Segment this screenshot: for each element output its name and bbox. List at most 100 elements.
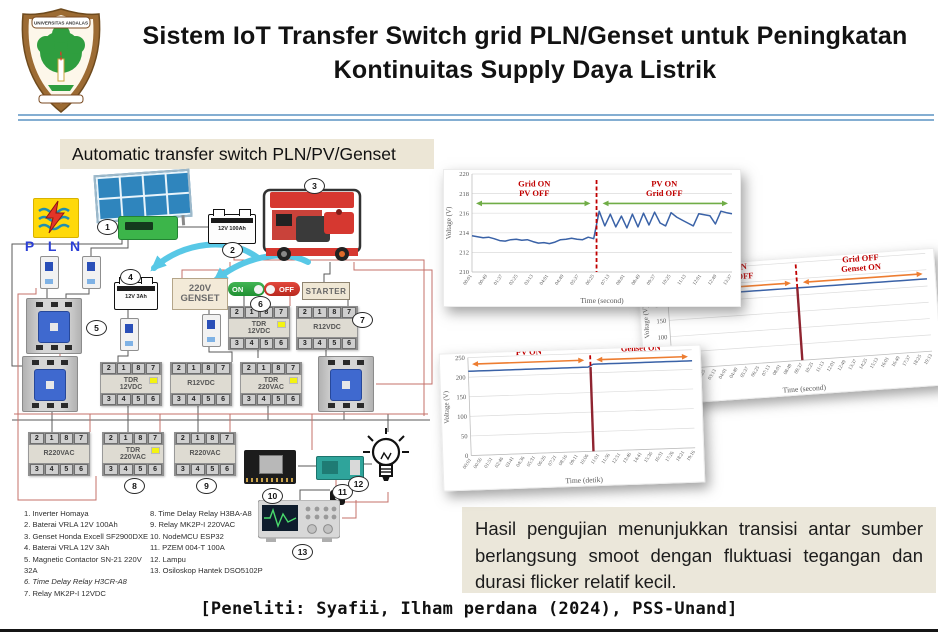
svg-text:02:46: 02:46: [495, 456, 506, 469]
terminal: 2: [30, 433, 44, 444]
component-number-10: 10: [262, 488, 283, 504]
svg-text:214: 214: [459, 230, 470, 237]
terminal: 3: [298, 338, 312, 349]
header-divider: [18, 114, 934, 121]
terminal: 4: [256, 394, 271, 405]
component-number-7: 7: [352, 312, 373, 328]
on-label: ON: [232, 284, 244, 294]
terminal: 6: [216, 394, 230, 405]
svg-text:Voltage (V): Voltage (V): [442, 390, 451, 424]
svg-text:16:49: 16:49: [891, 355, 901, 368]
terminal: 6: [342, 338, 356, 349]
component-number-6: 6: [250, 296, 271, 312]
svg-text:10:25: 10:25: [805, 361, 815, 374]
legend-item: 3. Genset Honda Excell SF2900DXE: [24, 531, 149, 541]
relay-label: TDR 12VDC: [100, 375, 162, 393]
svg-text:07:21: 07:21: [548, 455, 559, 468]
svg-text:08:49: 08:49: [783, 363, 793, 376]
contactor-terminals: [32, 403, 68, 408]
battery-small: 12V 3Ah: [114, 277, 158, 310]
svg-text:00:01: 00:01: [463, 457, 474, 470]
svg-text:100: 100: [657, 334, 667, 342]
chart-grid-to-genset-transition: 5010015020025030000:0100:4901:3702:2503:…: [636, 247, 938, 407]
genset-off-button: OFF: [264, 282, 300, 296]
svg-text:Grid OFF: Grid OFF: [842, 252, 879, 265]
terminal: 1: [118, 433, 133, 444]
svg-text:13:37: 13:37: [723, 274, 734, 287]
terminal: 1: [190, 433, 205, 444]
terminal: 1: [116, 363, 131, 374]
svg-text:17:37: 17:37: [902, 355, 912, 368]
terminal: 3: [176, 464, 190, 475]
legend-item: 13. Osiloskop Hantek DSO5102P: [150, 565, 263, 575]
svg-text:00:01: 00:01: [463, 274, 474, 287]
svg-text:05:37: 05:37: [740, 366, 750, 379]
genset-220v-box: 220V GENSET: [172, 278, 228, 310]
contactor-coil: [34, 369, 66, 401]
svg-text:11:13: 11:13: [677, 274, 688, 286]
terminal: 2: [230, 307, 244, 318]
svg-text:150: 150: [456, 394, 466, 401]
starter-button: STARTER: [302, 282, 350, 300]
button-dot: [266, 284, 275, 294]
unand-logo: UNIVERSITAS ANDALAS: [18, 7, 104, 114]
transfer-arrow-right: [212, 252, 311, 284]
svg-text:Genset ON: Genset ON: [621, 346, 662, 354]
terminal: 5: [271, 394, 286, 405]
slide-title: Sistem IoT Transfer Switch grid PLN/Gens…: [118, 20, 932, 87]
relay-label: R12VDC: [296, 319, 358, 337]
svg-text:218: 218: [459, 191, 469, 198]
svg-text:11:01: 11:01: [591, 453, 602, 466]
terminal: 8: [133, 433, 148, 444]
svg-text:09:37: 09:37: [794, 362, 804, 375]
svg-text:08:01: 08:01: [773, 364, 783, 377]
component-number-3: 3: [304, 178, 325, 194]
terminal: 6: [286, 394, 300, 405]
svg-text:PV ON: PV ON: [651, 178, 678, 188]
terminal: 4: [186, 394, 201, 405]
terminal: 5: [131, 394, 146, 405]
component-number-11: 11: [332, 484, 353, 500]
svg-text:18:21: 18:21: [676, 450, 687, 463]
terminal: 5: [205, 464, 220, 475]
relay-label: TDR 220VAC: [102, 445, 164, 463]
component-number-8: 8: [124, 478, 145, 494]
svg-text:04:36: 04:36: [516, 456, 527, 469]
contactor-terminals: [36, 302, 72, 307]
relay-label: TDR 12VDC: [228, 319, 290, 337]
svg-text:18:25: 18:25: [913, 354, 923, 367]
battery-label: 12V 100Ah: [218, 226, 246, 232]
terminal: 6: [146, 394, 160, 405]
svg-text:50: 50: [461, 433, 468, 440]
terminal: 6: [220, 464, 234, 475]
magnetic-contactor: [26, 298, 82, 354]
terminal: 2: [102, 363, 116, 374]
svg-text:01:37: 01:37: [494, 274, 505, 287]
circuit-breaker: [120, 318, 139, 351]
terminal: 7: [220, 433, 234, 444]
conclusion-text: Hasil pengujian menunjukkan transisi ant…: [462, 507, 936, 593]
pln-logo: [33, 198, 79, 238]
genset-image: [262, 188, 362, 261]
svg-text:16:01: 16:01: [881, 356, 891, 369]
terminal: 7: [74, 433, 88, 444]
svg-text:04:01: 04:01: [719, 368, 729, 381]
terminal: 2: [176, 433, 190, 444]
svg-text:220: 220: [459, 171, 469, 178]
legend-item: 1. Inverter Homaya: [24, 509, 89, 518]
transfer-arrow-left: [150, 241, 261, 272]
circuit-breaker: [202, 314, 221, 347]
terminal: 6: [274, 338, 288, 349]
svg-text:04:01: 04:01: [539, 274, 550, 287]
